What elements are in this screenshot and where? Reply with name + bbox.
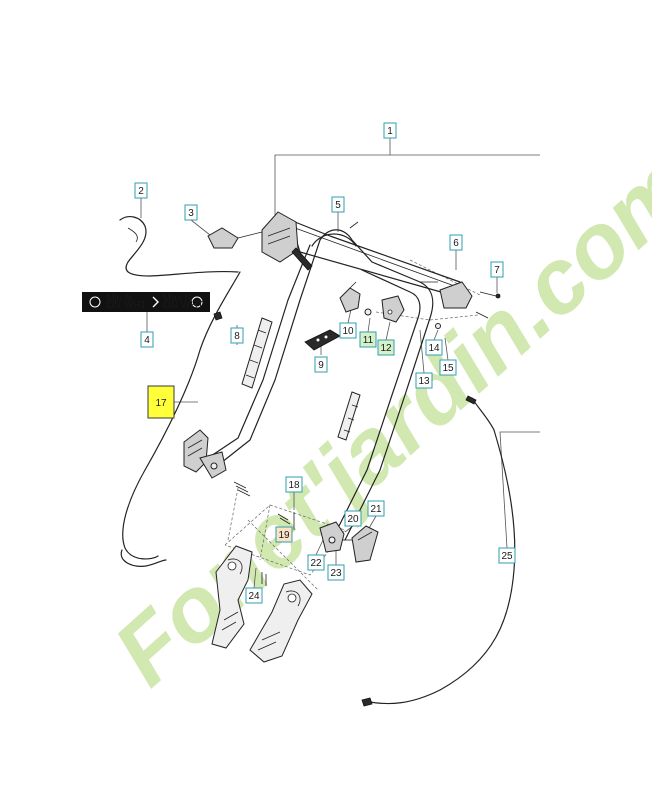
callout-5[interactable]: 5 bbox=[331, 196, 345, 213]
grip-part-13 bbox=[337, 391, 361, 441]
fasteners-14-15 bbox=[435, 291, 501, 329]
callout-6[interactable]: 6 bbox=[449, 234, 463, 251]
watermark-text: Fonet'jardin.com bbox=[95, 136, 652, 705]
foam-grip-part-8 bbox=[241, 317, 273, 389]
decal-sub-caption-right: ON WHT bbox=[163, 300, 204, 311]
decal-part-4: Min N ON WHT Max N ON WHT bbox=[82, 292, 210, 312]
side-brackets-part-24 bbox=[211, 545, 313, 663]
upper-control-bar bbox=[261, 211, 473, 309]
svg-text:13: 13 bbox=[418, 376, 430, 387]
callout-7[interactable]: 7 bbox=[490, 261, 504, 278]
callout-25[interactable]: 25 bbox=[498, 547, 516, 564]
svg-text:21: 21 bbox=[370, 504, 382, 515]
callout-22[interactable]: 22 bbox=[307, 554, 325, 571]
svg-text:6: 6 bbox=[453, 238, 459, 249]
callout-21[interactable]: 21 bbox=[367, 500, 385, 517]
svg-text:10: 10 bbox=[342, 326, 354, 337]
svg-text:5: 5 bbox=[335, 200, 341, 211]
svg-text:25: 25 bbox=[501, 551, 513, 562]
callout-4[interactable]: 4 bbox=[140, 331, 154, 348]
svg-text:17: 17 bbox=[155, 398, 167, 409]
callout-20[interactable]: 20 bbox=[344, 510, 362, 527]
spring-parts-18-19 bbox=[233, 481, 295, 530]
svg-text:8: 8 bbox=[234, 331, 240, 342]
callout-8[interactable]: 8 bbox=[230, 327, 244, 344]
right-lever-parts-20-23 bbox=[319, 521, 379, 563]
svg-text:1: 1 bbox=[387, 126, 393, 137]
svg-text:15: 15 bbox=[442, 363, 454, 374]
svg-text:9: 9 bbox=[318, 360, 324, 371]
callout-11[interactable]: 11 bbox=[359, 331, 377, 348]
svg-text:3: 3 bbox=[188, 208, 194, 219]
svg-text:12: 12 bbox=[380, 343, 392, 354]
svg-text:20: 20 bbox=[347, 514, 359, 525]
callout-labels: 1 2 3 4 5 6 7 8 9 10 11 12 13 14 15 17 1… bbox=[134, 122, 516, 604]
assembly-dashes bbox=[224, 259, 481, 591]
svg-text:4: 4 bbox=[144, 335, 150, 346]
callout-15[interactable]: 15 bbox=[439, 359, 457, 376]
bracket-part-3 bbox=[207, 227, 263, 249]
callout-23[interactable]: 23 bbox=[327, 564, 345, 581]
svg-text:7: 7 bbox=[494, 265, 500, 276]
svg-text:22: 22 bbox=[310, 558, 322, 569]
left-lever-bracket bbox=[183, 429, 227, 479]
callout-10[interactable]: 10 bbox=[339, 322, 357, 339]
svg-text:14: 14 bbox=[428, 343, 440, 354]
callout-19[interactable]: 19 bbox=[275, 526, 293, 543]
callout-12[interactable]: 12 bbox=[377, 339, 395, 356]
svg-text:18: 18 bbox=[288, 480, 300, 491]
svg-text:23: 23 bbox=[330, 568, 342, 579]
cable-loop-part-2 bbox=[119, 216, 239, 277]
callout-13[interactable]: 13 bbox=[415, 372, 433, 389]
knob-part-9 bbox=[304, 329, 341, 351]
callout-18[interactable]: 18 bbox=[285, 476, 303, 493]
decal-left-caption: Min N bbox=[106, 293, 132, 304]
svg-text:24: 24 bbox=[248, 591, 260, 602]
decal-right-caption: Max N bbox=[163, 293, 192, 304]
callout-3[interactable]: 3 bbox=[184, 204, 198, 221]
svg-text:2: 2 bbox=[138, 186, 144, 197]
leader-lines bbox=[140, 138, 540, 589]
cable-part-25 bbox=[361, 395, 516, 707]
callout-24[interactable]: 24 bbox=[245, 587, 263, 604]
callout-14[interactable]: 14 bbox=[425, 339, 443, 356]
latch-parts-10-12 bbox=[339, 281, 405, 323]
decal-sub-caption-left: ON WHT bbox=[106, 300, 147, 311]
callout-9[interactable]: 9 bbox=[314, 356, 328, 373]
svg-text:11: 11 bbox=[363, 335, 374, 346]
cable-part-17 bbox=[120, 271, 241, 567]
handle-frame bbox=[204, 221, 438, 541]
callout-2[interactable]: 2 bbox=[134, 182, 148, 199]
svg-text:19: 19 bbox=[278, 530, 290, 541]
callout-1[interactable]: 1 bbox=[383, 122, 397, 139]
callout-17[interactable]: 17 bbox=[147, 385, 175, 419]
